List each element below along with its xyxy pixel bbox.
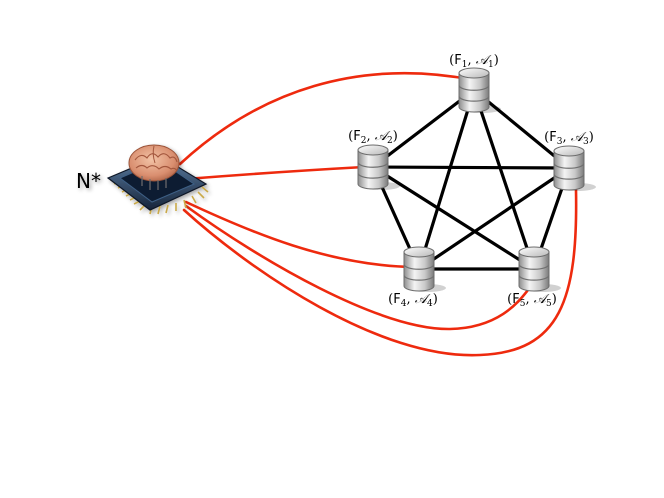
database-node-3: (F3, 𝒜3) [544, 130, 596, 191]
mesh-edge-n2-n5 [371, 165, 536, 271]
database-icon [553, 145, 596, 191]
hub-label: N* [76, 169, 101, 193]
hub-link-n1 [178, 71, 476, 166]
database-node-label: (F2, 𝒜2) [348, 129, 398, 146]
database-nodes: (F1, 𝒜1) (F2, 𝒜2) (F3, 𝒜3) (F4, 𝒜4) (F5, 𝒜5) [348, 53, 596, 309]
hub-link-n5 [184, 204, 530, 331]
database-node-4: (F4, 𝒜4) [388, 246, 446, 309]
hub-link-n3 [182, 180, 578, 357]
mesh-edge-n1-n4 [417, 88, 476, 271]
mesh-edge-n3-n4 [417, 166, 571, 271]
hub-link-n4 [184, 200, 416, 269]
database-icon [357, 144, 400, 190]
hub-node: N* [76, 144, 209, 215]
mesh-edge-n1-n5 [472, 88, 536, 271]
database-node-5: (F5, 𝒜5) [507, 246, 561, 309]
mesh-edges [371, 88, 571, 271]
hub-link-n2 [184, 165, 366, 181]
mesh-edge-n2-n3 [371, 165, 571, 170]
database-node-label: (F5, 𝒜5) [507, 292, 557, 309]
database-node-2: (F2, 𝒜2) [348, 129, 400, 190]
database-icon [458, 67, 501, 113]
brain-chip-icon [106, 144, 209, 215]
mesh-edge-n1-n2 [371, 88, 476, 169]
mesh-edge-n1-n3 [472, 88, 571, 170]
database-node-label: (F1, 𝒜1) [449, 53, 499, 70]
database-node-label: (F4, 𝒜4) [388, 292, 438, 309]
database-icon [518, 246, 561, 292]
database-node-1: (F1, 𝒜1) [449, 53, 501, 113]
database-icon [403, 246, 446, 292]
database-node-label: (F3, 𝒜3) [544, 130, 594, 147]
hub-links [178, 71, 578, 357]
